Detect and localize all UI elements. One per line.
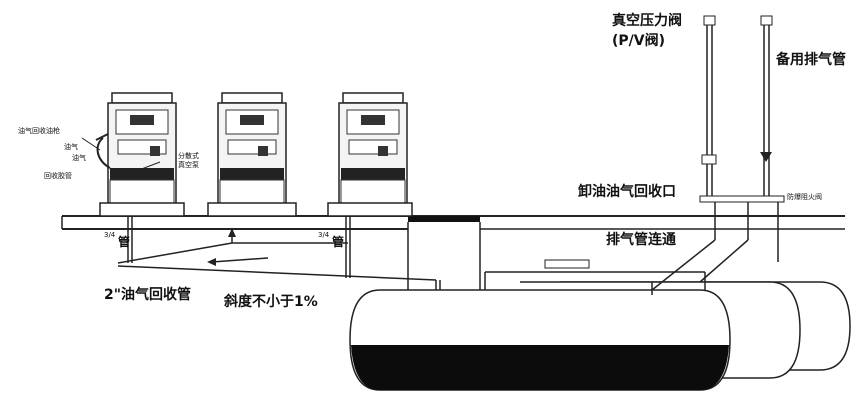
vacuum-pump-label: 真空泵 (178, 160, 199, 169)
hose-label: 回收胶管 (44, 171, 72, 180)
tank-risers (484, 259, 706, 290)
tank-1 (349, 289, 731, 391)
vacuum-valve-label-1: 真空压力阀 (612, 12, 682, 29)
spare-vent-label: 备用排气管 (775, 51, 846, 68)
dispenser-2 (207, 92, 297, 217)
unload-recovery-label: 卸油油气回收口 (578, 183, 676, 200)
recovery-pipe-label: 2"油气回收管 (104, 286, 191, 303)
vent-pipes (651, 15, 785, 295)
pipe-fraction-mid: 3/4 (318, 231, 330, 239)
tank-valve-label: 防爆阻火阀 (787, 192, 822, 201)
split-label: 分散式 (178, 151, 199, 160)
vacuum-valve-label-2: (P/V阀) (612, 32, 665, 49)
nozzle-hose (81, 133, 161, 179)
vent-connect-label: 排气管连通 (606, 231, 676, 248)
nozzle-label: 油气回收油枪 (18, 126, 60, 135)
underground-piping (117, 216, 444, 324)
dispenser-3 (327, 92, 413, 217)
pipe-fraction-left: 3/4 (104, 231, 116, 239)
pipe-left-label: 管 (118, 234, 130, 249)
gas-label: 油气 (72, 153, 86, 162)
oil-label: 油气 (64, 142, 78, 151)
ground-slab (61, 215, 845, 290)
slope-label: 斜度不小于1% (223, 293, 318, 310)
pipe-mid-label: 管 (332, 234, 344, 249)
dispenser-1 (99, 92, 185, 217)
